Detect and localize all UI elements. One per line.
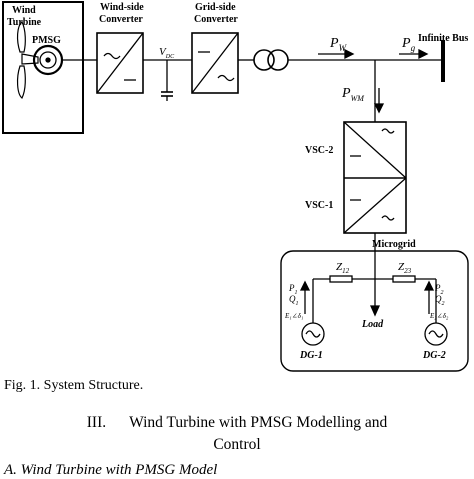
wind-label: Wind	[12, 5, 36, 16]
microgrid-box	[280, 250, 469, 372]
q1-label: Q1	[289, 294, 299, 307]
pwm-label: PWM	[342, 86, 364, 103]
pw-arrow	[318, 48, 355, 60]
vsc-back-to-back-block	[343, 121, 407, 234]
section-heading-line1: III. Wind Turbine with PMSG Modelling an…	[86, 414, 388, 431]
load-label: Load	[362, 319, 384, 330]
wind-side-label-line1: Wind-side	[100, 2, 144, 13]
dg2-label: DG-2	[423, 350, 446, 361]
dg2-source-icon	[424, 322, 448, 346]
vsc2-label: VSC-2	[305, 145, 334, 156]
pg-arrow	[399, 48, 429, 60]
e1-label: E₁∠δ₁	[285, 312, 304, 320]
vsc1-label: VSC-1	[305, 200, 334, 211]
z12-impedance	[329, 275, 353, 283]
p1-q1-arrow	[299, 280, 311, 314]
pg-label: Pg	[402, 36, 416, 53]
grid-side-label-line1: Grid-side	[195, 2, 236, 13]
q2-label: Q2	[435, 294, 445, 307]
p2-q2-arrow	[423, 280, 435, 314]
transformer-icon	[253, 49, 289, 71]
system-structure-diagram	[2, 1, 469, 372]
pw-label: PW	[330, 36, 347, 53]
vdc-label: VDC	[159, 46, 175, 61]
pwm-arrow	[373, 88, 385, 114]
load-arrow	[369, 305, 381, 317]
grid-side-label-line2: Converter	[194, 14, 238, 25]
section-heading-line2: Control	[213, 436, 261, 453]
dc-link-capacitor	[161, 60, 173, 101]
figure-caption: Fig. 1. System Structure.	[4, 378, 144, 393]
dg1-source-icon	[301, 322, 325, 346]
z23-impedance	[392, 275, 416, 283]
e2-label: E₂∠δ₂	[430, 312, 449, 320]
microgrid-label: Microgrid	[372, 239, 416, 250]
z23-label: Z23	[398, 261, 412, 276]
pmsg-label: PMSG	[32, 35, 61, 46]
subsection-heading-partial: A. Wind Turbine with PMSG Model	[4, 462, 218, 478]
wind-turbine-box	[2, 1, 84, 134]
turbine-label: Turbine	[7, 17, 42, 28]
microgrid-bus	[312, 271, 437, 323]
wind-side-label-line2: Converter	[99, 14, 143, 25]
p2-label: P2	[435, 283, 444, 296]
grid-side-converter-block	[191, 32, 239, 94]
infinite-bus-label: Infinite Bus	[418, 33, 469, 44]
wind-side-converter-block	[96, 32, 144, 94]
dg1-label: DG-1	[300, 350, 323, 361]
pmsg-generator-icon	[32, 44, 83, 76]
p1-label: P1	[289, 283, 298, 296]
z12-label: Z12	[336, 261, 350, 276]
